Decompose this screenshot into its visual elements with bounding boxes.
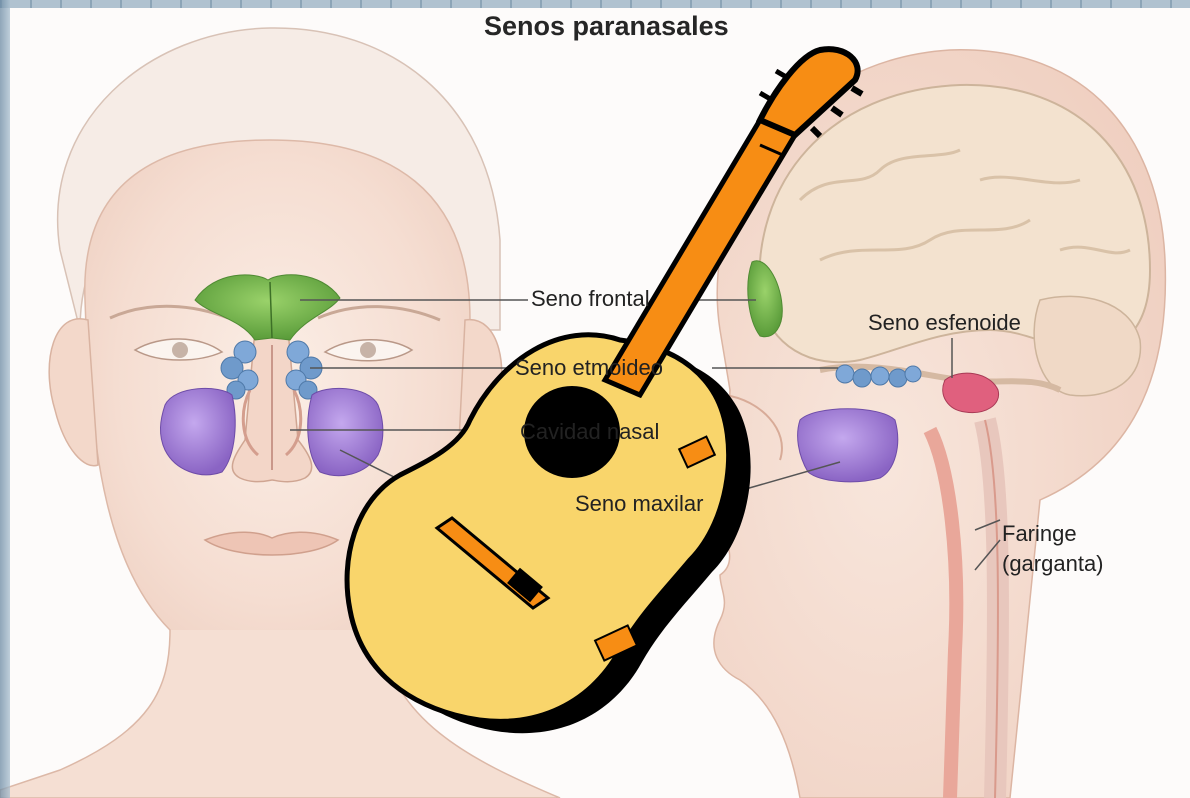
label-seno-esfenoide: Seno esfenoide [868,311,1021,335]
frame-left-border [0,0,10,798]
label-seno-etmoides: Seno etmoideo [515,356,663,380]
label-seno-maxilar: Seno maxilar [575,492,703,516]
diagram-title: Senos paranasales [484,12,729,42]
label-seno-frontal: Seno frontal [531,287,650,311]
frame-top-border [0,0,1190,8]
label-garganta: (garganta) [1002,552,1104,576]
label-cavidad-nasal: Cavidad nasal [520,420,659,444]
guitar-icon [347,49,862,733]
label-faringe: Faringe [1002,522,1077,546]
